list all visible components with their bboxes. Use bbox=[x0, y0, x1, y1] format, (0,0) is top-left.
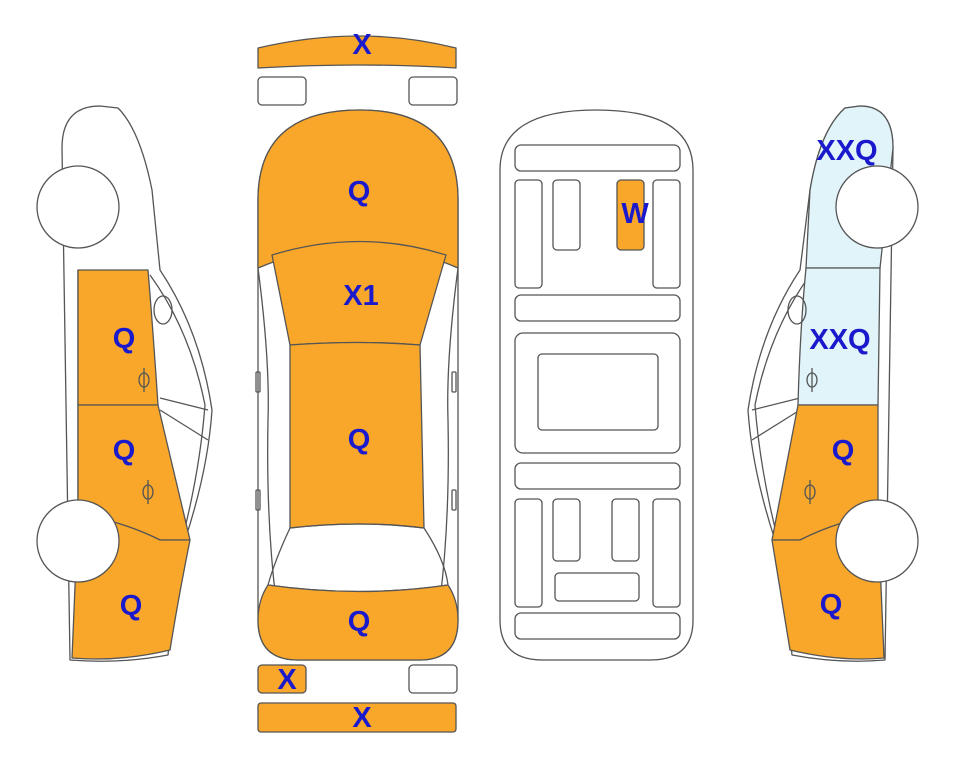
trunk-code: Q bbox=[348, 606, 371, 638]
right-rear-door-code: Q bbox=[832, 435, 855, 467]
rear-bumper-panel[interactable] bbox=[257, 702, 457, 733]
left-front-door-handle-icon bbox=[138, 368, 150, 392]
right-mirror-shape bbox=[787, 295, 807, 325]
left-rear-door-code: Q bbox=[113, 435, 136, 467]
right-rear-wheel bbox=[835, 499, 919, 583]
left-side-view: Q Q Q bbox=[36, 105, 213, 662]
front-bumper-code: X bbox=[352, 29, 372, 61]
right-front-wheel bbox=[835, 165, 919, 249]
right-rear-door-handle-icon bbox=[804, 480, 816, 504]
windshield-code: X1 bbox=[343, 280, 378, 312]
left-rear-quarter-code: Q bbox=[120, 590, 143, 622]
front-lamp-left-panel[interactable] bbox=[257, 76, 307, 106]
right-front-fender-code: XXQ bbox=[816, 135, 877, 167]
left-rear-door-handle-icon bbox=[142, 480, 154, 504]
rear-lamp-left-panel[interactable] bbox=[257, 664, 307, 694]
trunk-panel[interactable] bbox=[257, 584, 459, 661]
underbody-view: W bbox=[499, 109, 694, 661]
rear-bumper-code: X bbox=[352, 702, 372, 734]
rear-lamp-right-panel[interactable] bbox=[408, 664, 458, 694]
floor-panel-code: W bbox=[621, 198, 649, 230]
roof-code: Q bbox=[348, 424, 371, 456]
underbody-outline bbox=[499, 109, 694, 661]
left-mirror-shape bbox=[153, 295, 173, 325]
left-front-door-code: Q bbox=[113, 323, 136, 355]
top-view: X Q X1 Q Q X X bbox=[255, 29, 459, 734]
rear-lamp-left-code: X bbox=[277, 664, 297, 696]
front-bumper-panel[interactable] bbox=[257, 35, 457, 69]
right-rear-quarter-code: Q bbox=[820, 589, 843, 621]
floor-panel[interactable] bbox=[616, 179, 645, 251]
right-front-door-handle-icon bbox=[806, 368, 818, 392]
left-rear-wheel bbox=[36, 499, 120, 583]
right-side-view: XXQ XXQ Q Q bbox=[747, 105, 919, 662]
right-front-door-code: XXQ bbox=[809, 324, 870, 356]
hood-code: Q bbox=[348, 176, 371, 208]
left-front-wheel bbox=[36, 165, 120, 249]
front-lamp-right-panel[interactable] bbox=[408, 76, 458, 106]
